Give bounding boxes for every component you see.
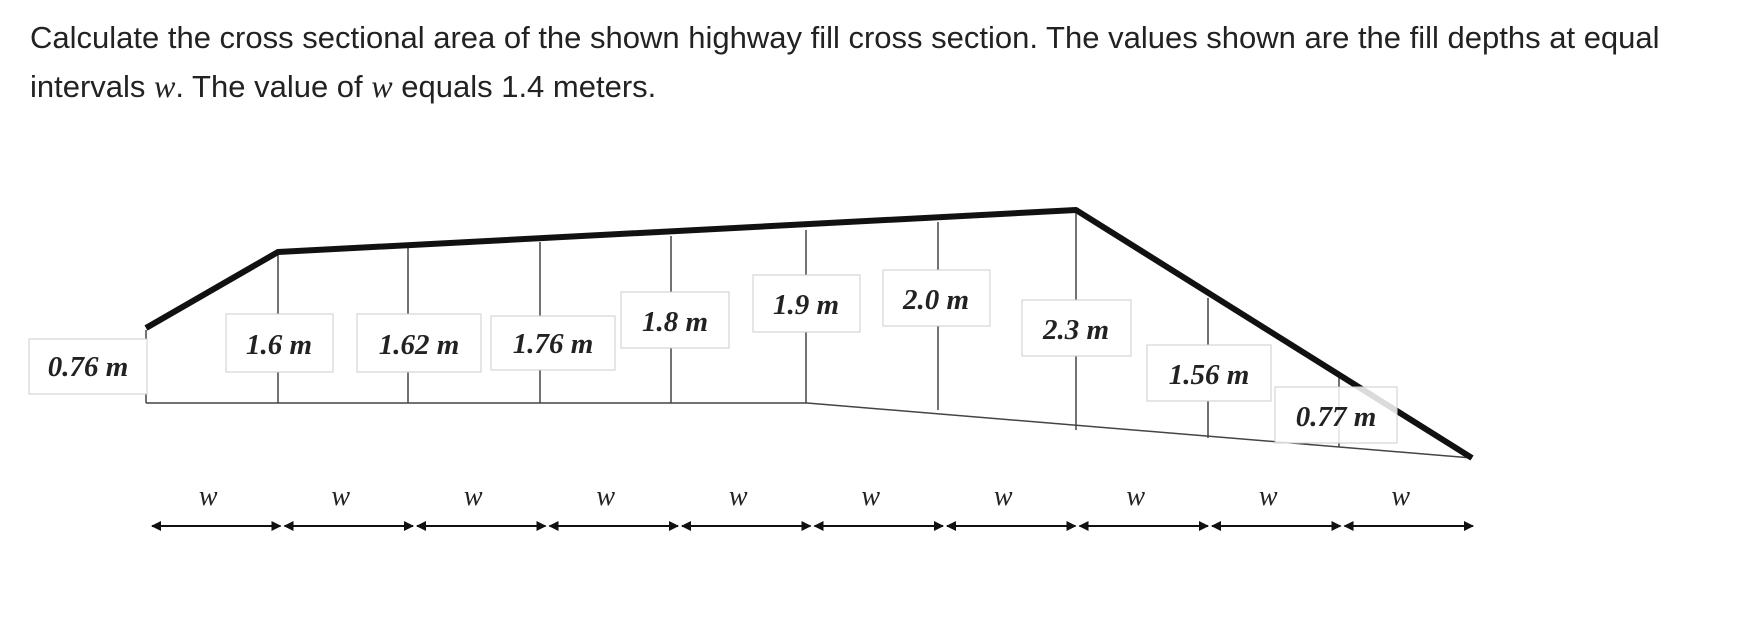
question-text-2: . The value of bbox=[175, 69, 372, 104]
depth-label-text-10: 0.77 m bbox=[1296, 401, 1377, 433]
depth-label-5: 1.8 m bbox=[620, 291, 730, 349]
interval-label-w: w bbox=[861, 481, 880, 512]
interval-label-w: w bbox=[331, 481, 350, 512]
depth-label-3: 1.62 m bbox=[356, 313, 482, 373]
interval-label-w: w bbox=[199, 481, 218, 512]
interval-label-w: w bbox=[464, 481, 483, 512]
problem-statement: Calculate the cross sectional area of th… bbox=[30, 14, 1730, 111]
depth-label-text-9: 1.56 m bbox=[1169, 359, 1250, 391]
depth-label-text-1: 0.76 m bbox=[48, 351, 129, 383]
depth-label-8: 2.3 m bbox=[1021, 299, 1132, 357]
interval-label-w: w bbox=[1391, 481, 1410, 512]
ground-line bbox=[146, 402, 1473, 459]
depth-label-2: 1.6 m bbox=[225, 313, 334, 373]
question-text-1: Calculate the cross sectional area of th… bbox=[30, 20, 1660, 104]
depth-label-6: 1.9 m bbox=[752, 274, 861, 333]
interval-label-w: w bbox=[1126, 481, 1145, 512]
depth-label-text-3: 1.62 m bbox=[379, 329, 460, 361]
depth-label-text-6: 1.9 m bbox=[773, 289, 839, 321]
question-text-3: equals 1.4 meters. bbox=[392, 69, 657, 104]
depth-label-7: 2.0 m bbox=[882, 269, 991, 327]
depth-label-10: 0.77 m bbox=[1274, 386, 1398, 444]
interval-label-w: w bbox=[994, 481, 1013, 512]
depth-label-text-8: 2.3 m bbox=[1042, 314, 1109, 346]
interval-label-w: w bbox=[596, 481, 615, 512]
depth-label-1: 0.76 m bbox=[28, 338, 148, 395]
depth-label-text-5: 1.8 m bbox=[642, 306, 708, 338]
depth-label-9: 1.56 m bbox=[1146, 344, 1272, 402]
depth-label-text-7: 2.0 m bbox=[902, 284, 969, 316]
depth-label-text-2: 1.6 m bbox=[246, 329, 312, 361]
interval-label-w: w bbox=[729, 481, 748, 512]
question-variable-w: w bbox=[154, 68, 176, 104]
interval-label-w: w bbox=[1259, 481, 1278, 512]
depth-label-text-4: 1.76 m bbox=[513, 328, 594, 360]
fill-surface-outline bbox=[144, 207, 1474, 461]
depth-label-4: 1.76 m bbox=[490, 315, 616, 371]
question-variable-w-2: w bbox=[371, 68, 393, 104]
